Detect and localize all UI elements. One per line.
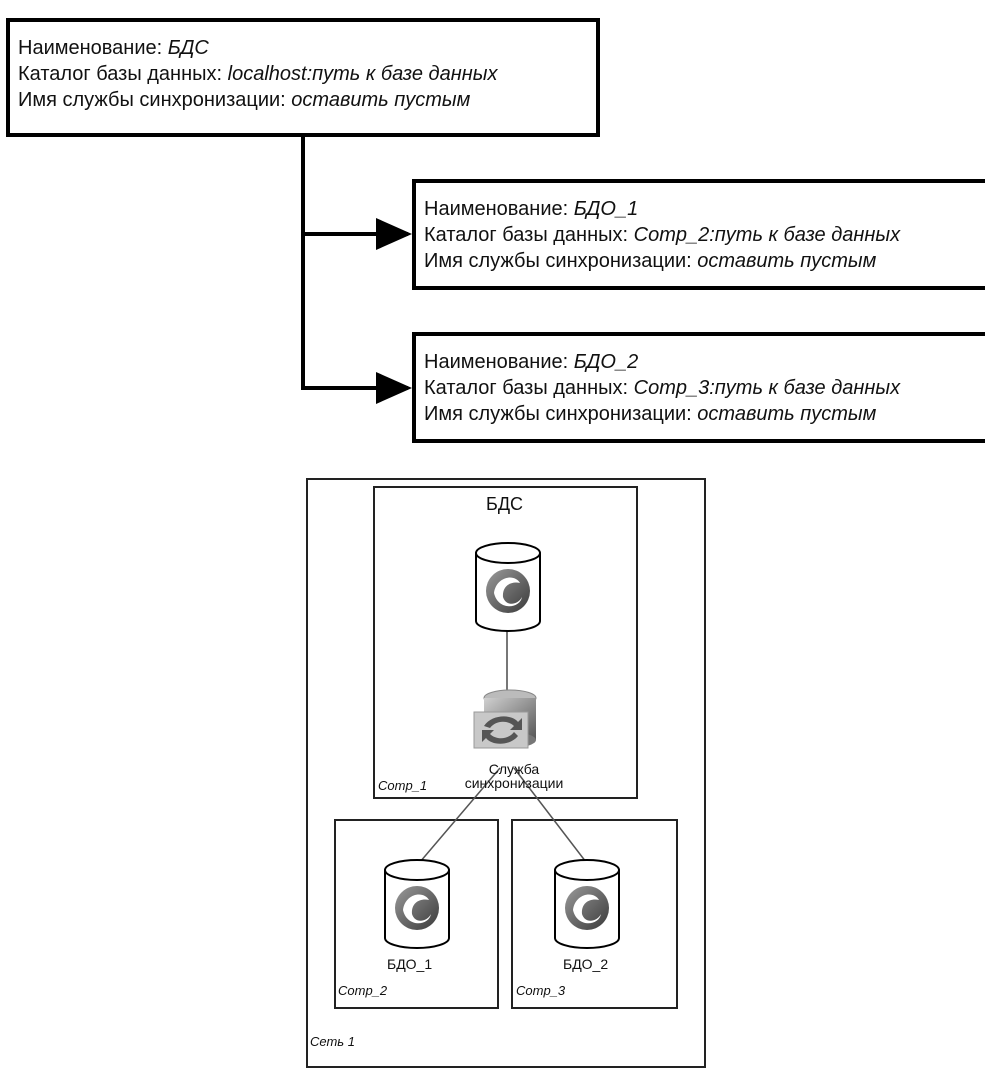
name-key: Наименование: (18, 37, 168, 59)
catalog-key: Каталог базы данных: (424, 377, 634, 399)
connector-bds-bdo2 (301, 234, 412, 404)
bdo1-title: БДО_1 (387, 956, 433, 972)
name-value: БДС (167, 37, 209, 59)
database-icon (384, 859, 450, 949)
service-value: оставить пустым (291, 89, 471, 111)
server-title: БДС (486, 494, 524, 514)
config-box-bds: Наименование: БДС Каталог базы данных: l… (6, 18, 600, 137)
config-box-bdo2: Наименование: БДО_2 Каталог базы данных:… (412, 332, 985, 443)
config-box-bdo1: Наименование: БДО_1 Каталог базы данных:… (412, 179, 985, 290)
service-label: Служба синхронизации (444, 762, 584, 790)
service-key: Имя службы синхронизации: (424, 403, 698, 425)
name-key: Наименование: (424, 198, 574, 220)
link-service-bdo1 (419, 767, 501, 863)
bdo2-title: БДО_2 (563, 956, 609, 972)
connector-arrows (301, 137, 412, 404)
catalog-value: Comp_3:путь к базе данных (633, 377, 901, 399)
link-service-bdo2 (513, 767, 587, 863)
database-icon (475, 542, 541, 632)
network-label: Сеть 1 (310, 1034, 355, 1049)
database-icon (554, 859, 620, 949)
catalog-value: localhost:путь к базе данных (227, 63, 498, 85)
service-label-line1: Служба (488, 761, 540, 777)
catalog-key: Каталог базы данных: (18, 63, 228, 85)
catalog-key: Каталог базы данных: (424, 224, 634, 246)
comp1-label: Comp_1 (378, 778, 428, 793)
service-key: Имя службы синхронизации: (424, 250, 698, 272)
comp3-label: Comp_3 (516, 983, 566, 998)
name-value: БДО_1 (573, 198, 639, 220)
service-value: оставить пустым (697, 250, 877, 272)
service-label-line2: синхронизации (464, 775, 564, 791)
service-value: оставить пустым (697, 403, 877, 425)
catalog-value: Comp_2:путь к базе данных (633, 224, 901, 246)
name-value: БДО_2 (573, 351, 639, 373)
service-key: Имя службы синхронизации: (18, 89, 292, 111)
name-key: Наименование: (424, 351, 574, 373)
comp2-label: Comp_2 (338, 983, 388, 998)
sync-service-icon (473, 689, 537, 749)
